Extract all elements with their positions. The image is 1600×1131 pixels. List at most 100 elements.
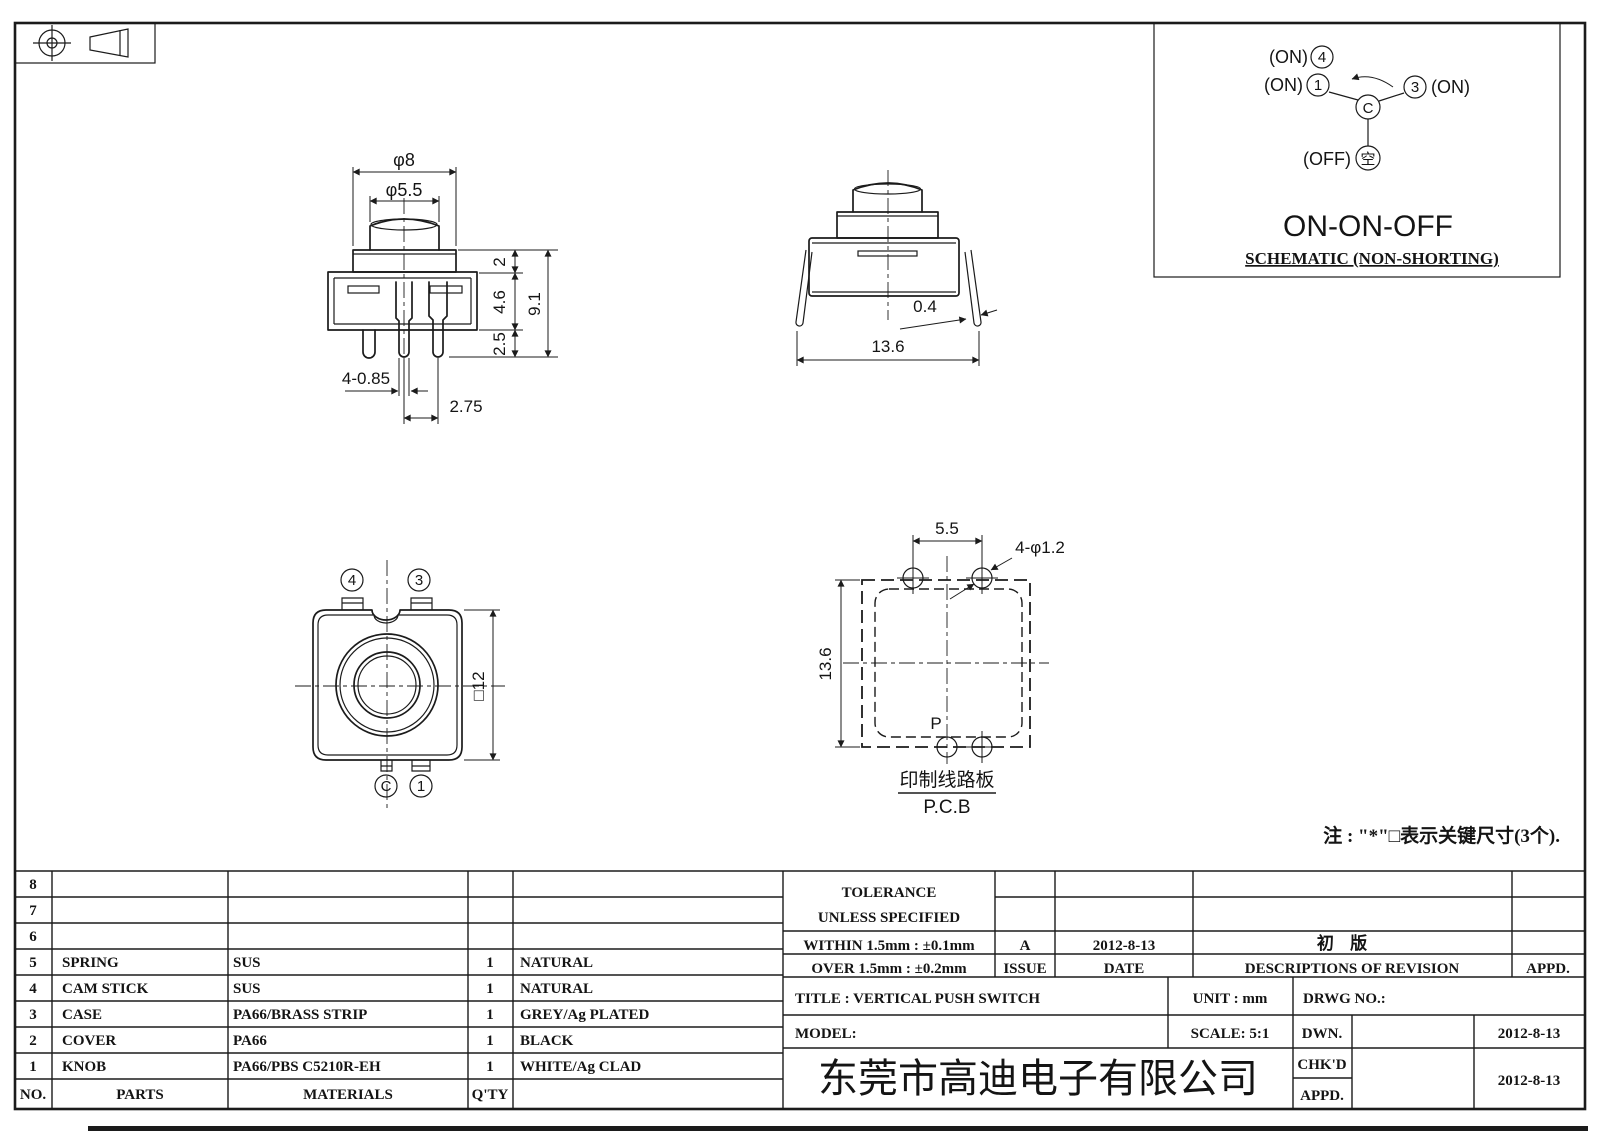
title-field: TITLE : VERTICAL PUSH SWITCH <box>795 991 1040 1007</box>
front-dim-h-case: 4.6 <box>490 290 509 314</box>
side-dim-leg-thickness: 0.4 <box>913 297 937 316</box>
top-terminal-c: C <box>381 778 392 795</box>
header-no: NO. <box>20 1087 47 1103</box>
front-dim-pin-size: 4-0.85 <box>342 369 390 388</box>
front-dim-pin-pitch: 2.75 <box>449 397 482 416</box>
top-view: 4 3 C 1 □12 <box>295 560 505 812</box>
row-qty: 1 <box>486 1033 494 1049</box>
row-part: SPRING <box>62 955 119 971</box>
header-parts: PARTS <box>116 1087 164 1103</box>
revision-appd-label: APPD. <box>1526 961 1570 977</box>
title-block: TITLE : VERTICAL PUSH SWITCH UNIT : mm D… <box>795 991 1560 1104</box>
pcb-dim-hole-pitch: 5.5 <box>935 519 959 538</box>
side-dim-body-width: 13.6 <box>871 337 904 356</box>
row-no: 7 <box>29 903 37 919</box>
revision-issue-label: ISSUE <box>1003 961 1046 977</box>
pcb-dim-hole-span: 13.6 <box>816 647 835 680</box>
pcb-caption-en: P.C.B <box>923 797 970 818</box>
row-no: 3 <box>29 1007 37 1023</box>
top-terminal-4: 4 <box>348 572 356 589</box>
row-material: SUS <box>233 981 261 997</box>
appd-label: APPD. <box>1300 1088 1344 1104</box>
row-part: COVER <box>62 1033 116 1049</box>
row-material: PA66/BRASS STRIP <box>233 1007 367 1023</box>
row-material: PA66/PBS C5210R-EH <box>233 1059 381 1075</box>
front-dim-h-total: 9.1 <box>525 292 544 316</box>
page-edge-line <box>88 1126 1588 1131</box>
row-no: 2 <box>29 1033 37 1049</box>
row-part: CAM STICK <box>62 981 149 997</box>
revision-date-value: 2012-8-13 <box>1093 938 1156 954</box>
row-no: 8 <box>29 877 37 893</box>
table-grid <box>15 870 1585 1109</box>
model-field: MODEL: <box>795 1026 857 1042</box>
pcb-hole <box>966 562 998 594</box>
schematic-function: ON-ON-OFF <box>1283 210 1453 243</box>
pcb-point-label: P <box>930 714 941 733</box>
pcb-view: 5.5 4-φ1.2 13.6 P 印制线路板 P.C.B <box>816 519 1065 818</box>
row-finish: BLACK <box>520 1033 574 1049</box>
schematic-terminal-1: 1 <box>1314 77 1322 94</box>
top-dim-body-square: □12 <box>469 671 488 700</box>
schematic-terminal-4: 4 <box>1318 49 1326 66</box>
top-terminal-3: 3 <box>415 572 423 589</box>
row-finish: NATURAL <box>520 955 593 971</box>
front-dim-dia-cover: φ8 <box>393 150 415 170</box>
schematic-terminal-3: 3 <box>1411 79 1419 96</box>
revision-desc-value: 初 版 <box>1317 933 1373 953</box>
row-part: CASE <box>62 1007 102 1023</box>
tolerance-line2: UNLESS SPECIFIED <box>818 910 960 926</box>
dwn-label: DWN. <box>1302 1026 1343 1042</box>
schematic-off-label: (OFF) <box>1303 149 1351 169</box>
tolerance-line1: TOLERANCE <box>842 885 937 901</box>
unit-field: UNIT : mm <box>1193 991 1268 1007</box>
projection-symbol <box>14 22 156 64</box>
schematic-on-label-1: (ON) <box>1264 75 1303 95</box>
company-name: 东莞市高迪电子有限公司 <box>818 1057 1258 1101</box>
revision-desc-label: DESCRIPTIONS OF REVISION <box>1245 961 1460 977</box>
row-no: 6 <box>29 929 37 945</box>
row-finish: NATURAL <box>520 981 593 997</box>
chkd-label: CHK'D <box>1297 1057 1346 1073</box>
dwn-date: 2012-8-13 <box>1498 1026 1561 1042</box>
row-qty: 1 <box>486 955 494 971</box>
schematic-common-terminal: C <box>1363 100 1374 117</box>
schematic-box: (ON) 4 (ON) 1 3 (ON) C (OFF) 空 ON-ON-OFF… <box>1153 22 1561 278</box>
pcb-hole <box>966 731 998 763</box>
pcb-hole <box>897 562 929 594</box>
revision-issue-value: A <box>1020 938 1031 954</box>
pcb-hole <box>936 736 958 758</box>
front-dim-dia-knob: φ5.5 <box>386 180 423 200</box>
revision-date-label: DATE <box>1104 961 1145 977</box>
drwg-no-field: DRWG NO.: <box>1303 991 1386 1007</box>
row-part: KNOB <box>62 1059 106 1075</box>
pcb-dim-hole-spec: 4-φ1.2 <box>1015 538 1065 557</box>
schematic-on-label-4: (ON) <box>1269 47 1308 67</box>
row-material: PA66 <box>233 1033 267 1049</box>
row-no: 1 <box>29 1059 37 1075</box>
header-materials: MATERIALS <box>303 1087 393 1103</box>
front-dim-h-cover: 2 <box>490 257 509 266</box>
front-dim-h-pin: 2.5 <box>490 332 509 356</box>
row-qty: 1 <box>486 1007 494 1023</box>
row-qty: 1 <box>486 1059 494 1075</box>
parts-table: 8 7 6 5 4 3 2 1 SPRING CAM STICK CASE CO… <box>20 877 650 1103</box>
scale-field: SCALE: 5:1 <box>1191 1026 1270 1042</box>
row-finish: WHITE/Ag CLAD <box>520 1059 641 1075</box>
key-dimension-note: 注 : "*"□表示关键尺寸(3个). <box>1323 824 1560 847</box>
pcb-caption-cn: 印制线路板 <box>899 769 994 791</box>
tolerance-within: WITHIN 1.5mm : ±0.1mm <box>803 938 975 954</box>
header-qty: Q'TY <box>472 1087 509 1103</box>
schematic-empty-terminal: 空 <box>1360 151 1375 168</box>
row-finish: GREY/Ag PLATED <box>520 1007 649 1023</box>
top-terminal-1: 1 <box>417 778 425 795</box>
row-material: SUS <box>233 955 261 971</box>
tolerance-block: TOLERANCE UNLESS SPECIFIED WITHIN 1.5mm … <box>803 885 1570 977</box>
tolerance-over: OVER 1.5mm : ±0.2mm <box>811 961 967 977</box>
sheet-border <box>13 21 1587 1111</box>
row-no: 4 <box>29 981 37 997</box>
row-no: 5 <box>29 955 37 971</box>
side-view: 0.4 13.6 <box>795 170 998 366</box>
